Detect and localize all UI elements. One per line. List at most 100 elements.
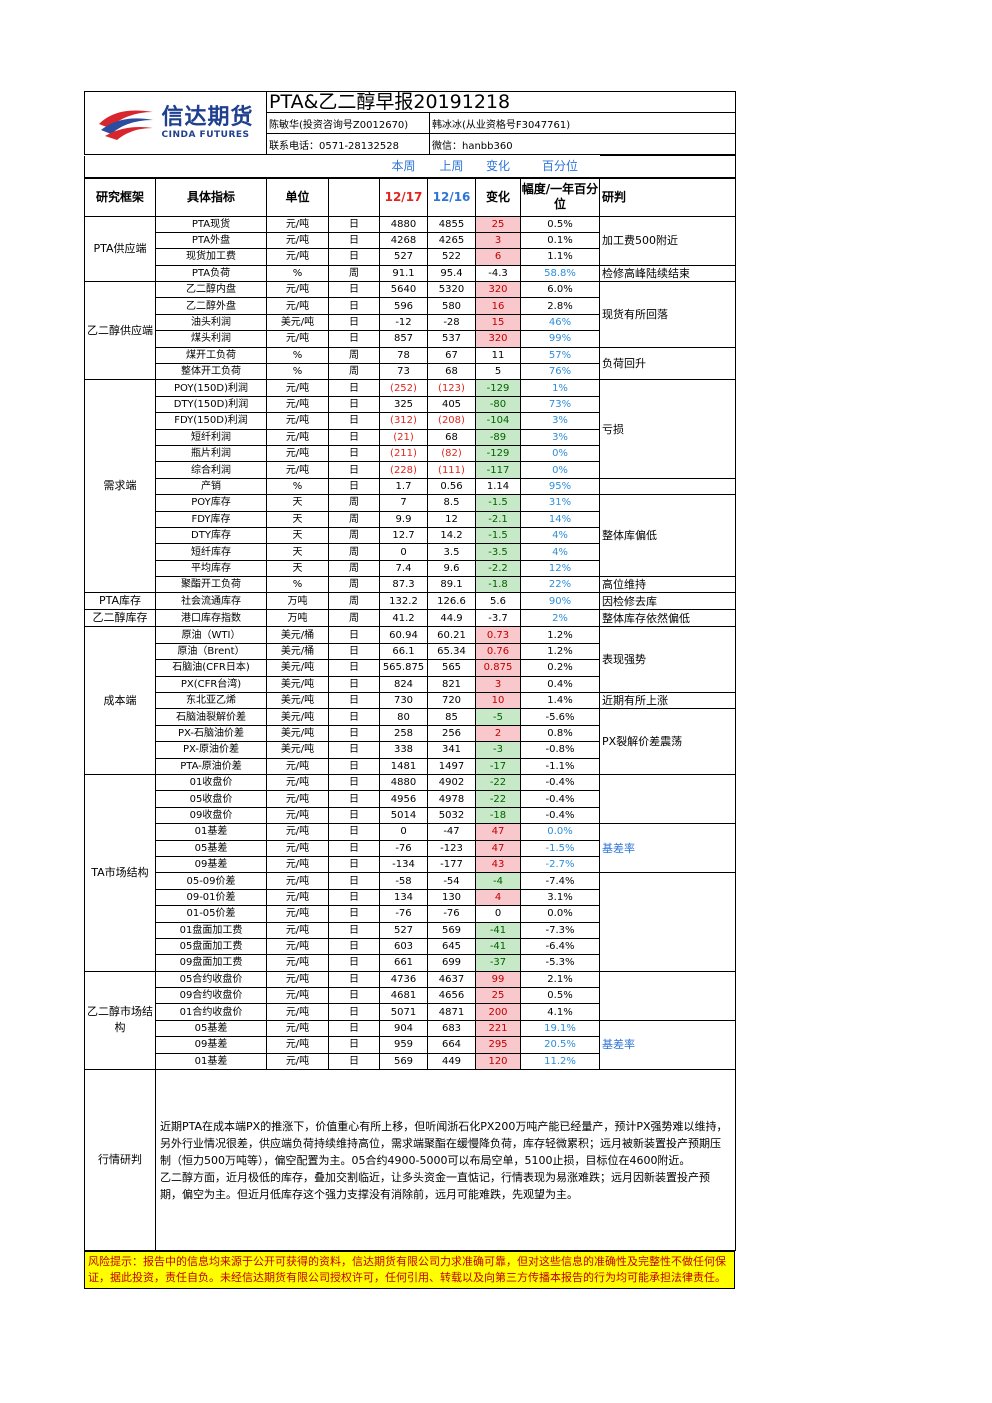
value-current: 904 [379,1019,428,1038]
value-previous: 821 [427,675,476,694]
percentile-cell: 90% [520,592,600,611]
value-current: 12.7 [379,526,428,545]
value-current: 87.3 [379,576,428,594]
framework-cell: 乙二醇库存 [84,609,156,628]
frequency-cell: 日 [328,855,380,874]
unit-cell: 元/吨 [266,954,329,972]
unit-cell: 天 [266,510,329,528]
value-current: 4268 [379,231,428,250]
unit-cell: 万吨 [266,592,329,611]
indicator-name: 05基差 [155,839,267,857]
judgement-cell: 近期有所上涨 [599,692,736,710]
unit-cell: 元/吨 [266,248,329,266]
change-cell: -1.5 [475,526,521,545]
value-current: (252) [379,379,428,397]
frequency-cell: 周 [328,526,380,545]
commentary-paragraph-2: 乙二醇方面，近月极低的库存，叠加交割临近，让多头资金一直惦记，行情表现为易涨难跌… [160,1170,710,1201]
value-previous: (123) [427,379,476,397]
value-previous: 68 [427,428,476,446]
value-previous: 405 [427,395,476,414]
change-cell: 4 [475,888,521,907]
value-previous: 5032 [427,806,476,825]
value-previous: (111) [427,461,476,479]
value-previous: -123 [427,839,476,857]
indicator-name: DTY库存 [155,526,267,545]
legend-change: 变化 [485,158,510,173]
value-previous: 44.9 [427,609,476,628]
percentile-cell: 0% [520,461,600,479]
contact-phone: 联系电话：0571-28132528 [266,133,430,155]
judgement-cell: 现货有所回落 [599,281,736,348]
unit-cell: 元/吨 [266,461,329,479]
unit-cell: 元/吨 [266,281,329,299]
indicator-table: 本周 上周 变化 百分位 研究框架 具体指标 单位 12/17 12/16 变化… [84,155,736,1252]
value-current: 0 [379,543,428,561]
value-current: 4681 [379,987,428,1005]
percentile-cell: 0.1% [520,231,600,250]
unit-cell: 元/吨 [266,872,329,890]
value-previous: 9.6 [427,559,476,578]
frequency-cell: 日 [328,379,380,397]
value-current: 258 [379,724,428,743]
value-previous: 12 [427,510,476,528]
value-current: 4880 [379,215,428,233]
change-cell: 3 [475,231,521,250]
unit-cell: 美元/吨 [266,708,329,726]
indicator-name: 石脑油(CFR日本) [155,659,267,677]
change-cell: -41 [475,921,521,939]
change-cell: 0.76 [475,642,521,661]
change-cell: -41 [475,937,521,956]
unit-cell: 元/吨 [266,1036,329,1054]
percentile-cell: 22% [520,576,600,594]
judgement-cell: 因检修去库 [599,592,736,611]
percentile-cell: -5.3% [520,954,600,972]
percentile-cell: 4% [520,543,600,561]
commentary-text: 近期PTA在成本端PX的推涨下，价值重心有所上移，但听闻浙石化PX200万吨产能… [155,1069,736,1252]
indicator-name: 05基差 [155,1019,267,1038]
value-previous: 537 [427,330,476,348]
indicator-name: 煤头利润 [155,330,267,348]
legend-percentile: 百分位 [541,158,578,173]
frequency-cell: 周 [328,609,380,628]
risk-text: 风险提示：报告中的信息均来源于公开可获得的资料，信达期货有限公司力求准确可靠，但… [84,1251,735,1290]
value-previous: 341 [427,741,476,759]
value-previous: 14.2 [427,526,476,545]
change-cell: -18 [475,806,521,825]
value-previous: (208) [427,412,476,430]
indicator-name: 01收盘价 [155,773,267,792]
value-current: 857 [379,330,428,348]
commentary-paragraph-1: 近期PTA在成本端PX的推涨下，价值重心有所上移，但听闻浙石化PX200万吨产能… [160,1119,728,1167]
indicator-name: 01合约收盘价 [155,1003,267,1021]
value-previous: -47 [427,823,476,841]
frequency-cell: 日 [328,1003,380,1021]
indicator-name: 短纤利润 [155,428,267,446]
change-cell: 11 [475,346,521,365]
value-current: 9.9 [379,510,428,528]
change-cell: -22 [475,790,521,808]
percentile-cell: 1.1% [520,248,600,266]
indicator-name: POY库存 [155,494,267,512]
value-current: 132.2 [379,592,428,611]
unit-cell: % [266,477,329,496]
unit-cell: 天 [266,526,329,545]
indicator-name: 05收盘价 [155,790,267,808]
analyst-2: 韩冰冰(从业资格号F3047761) [428,112,737,134]
change-cell: 99 [475,970,521,989]
logo-chinese-name: 信达期货 [161,105,254,130]
judgement-cell: 基差率 [599,1019,736,1071]
indicator-name: 综合利润 [155,461,267,479]
change-cell: -117 [475,461,521,479]
value-current: -134 [379,855,428,874]
indicator-name: 港口库存指数 [155,609,267,628]
change-cell: 43 [475,855,521,874]
indicator-name: 09合约收盘价 [155,987,267,1005]
value-previous: 8.5 [427,494,476,512]
value-previous: 95.4 [427,264,476,283]
value-current: 730 [379,692,428,710]
